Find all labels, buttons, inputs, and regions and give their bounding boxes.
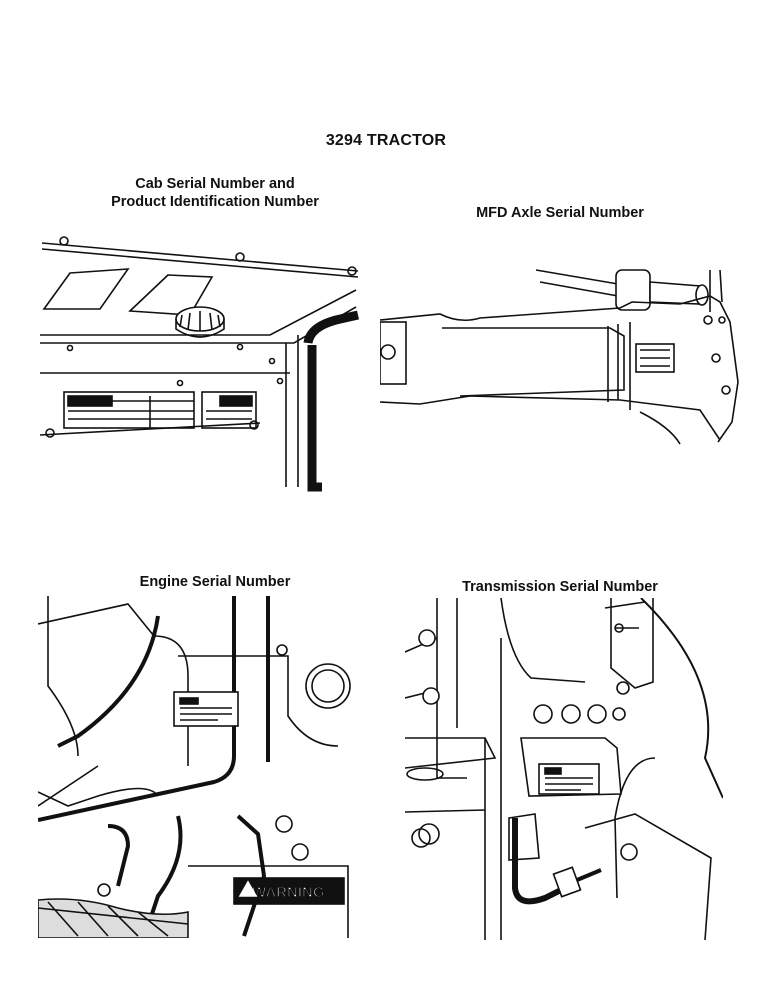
- page-title: 3294 TRACTOR: [325, 132, 447, 149]
- cab-caption-line2: Product Identification Number: [111, 194, 319, 210]
- transmission-illustration: [405, 598, 723, 940]
- mfd-caption: MFD Axle Serial Number: [476, 205, 644, 221]
- transmission-caption: Transmission Serial Number: [462, 579, 658, 595]
- cab-caption: Cab Serial Number and Product Identifica…: [60, 175, 370, 211]
- mfd-axle-illustration: [380, 262, 742, 448]
- cab-caption-line1: Cab Serial Number and: [135, 176, 295, 192]
- engine-caption: Engine Serial Number: [139, 574, 291, 590]
- warning-label-text: WARNING: [252, 884, 325, 901]
- engine-illustration: WARNING: [38, 596, 358, 938]
- cab-illustration: [40, 235, 360, 493]
